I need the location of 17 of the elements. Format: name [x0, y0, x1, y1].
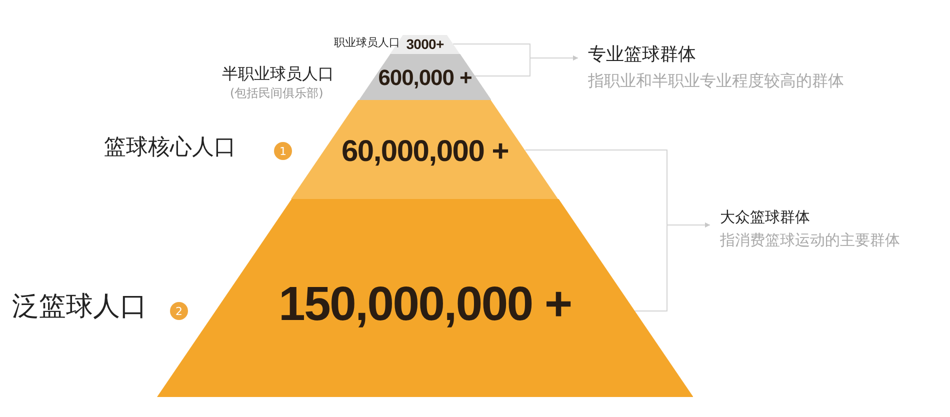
group-title: 专业篮球群体	[588, 44, 697, 66]
tier-label: 半职业球员人口	[222, 64, 334, 84]
connector-arrow	[474, 56, 578, 76]
group-title: 大众篮球群体	[720, 208, 811, 227]
group-description: 指职业和半职业专业程度较高的群体	[588, 70, 845, 90]
tier-value: 600,000 +	[378, 67, 472, 89]
number-badge: 1	[274, 142, 292, 160]
connector-arrow	[634, 222, 710, 312]
tier-value: 60,000,000 +	[341, 137, 508, 167]
tier-label: (包括民间俱乐部)	[230, 86, 324, 101]
tier-value: 3000+	[406, 37, 444, 51]
tier-label: 篮球核心人口	[104, 134, 236, 162]
group-description: 指消费篮球运动的主要群体	[720, 230, 901, 250]
tier-label: 泛篮球人口	[12, 290, 147, 324]
tier-value: 150,000,000 +	[278, 281, 572, 329]
number-badge: 2	[170, 302, 188, 320]
tier-label: 职业球员人口	[334, 36, 400, 50]
